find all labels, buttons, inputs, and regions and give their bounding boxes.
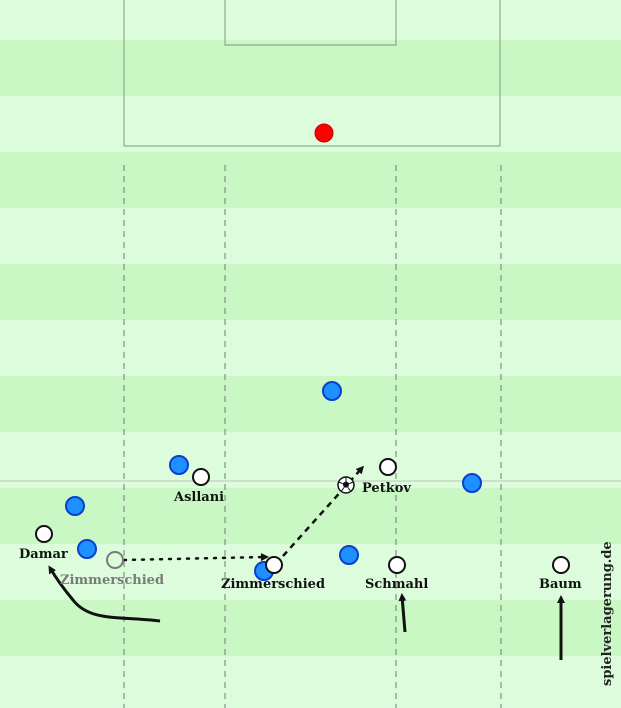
pitch-stripe	[0, 0, 621, 40]
run-arrow-schmahl	[398, 593, 407, 633]
run-arrow-damar	[48, 565, 161, 623]
penalty-box	[123, 0, 501, 147]
player-marker	[388, 556, 406, 574]
player-label: Petkov	[362, 481, 411, 496]
player-marker	[552, 556, 570, 574]
player-label: Asllani	[173, 490, 224, 505]
player-label: Damar	[19, 547, 68, 562]
pitch-stripe	[0, 488, 621, 544]
player-marker	[35, 525, 53, 543]
player-label: Zimmerschied	[221, 577, 325, 592]
player-marker	[192, 468, 210, 486]
pass-dashed	[282, 465, 365, 557]
pitch-stripe	[0, 264, 621, 320]
pitch-stripe	[0, 40, 621, 96]
pitch-stripe	[0, 208, 621, 264]
opponent-marker	[65, 496, 85, 516]
soccer-ball-icon	[337, 476, 355, 494]
opponent-marker	[339, 545, 359, 565]
pitch-stripe	[0, 544, 621, 600]
player-label: Schmahl	[365, 577, 428, 592]
opponent-marker	[77, 539, 97, 559]
player-schmahl: Schmahl	[365, 556, 428, 592]
opponents	[65, 381, 482, 581]
pass-dotted	[122, 553, 269, 562]
player-marker	[265, 556, 283, 574]
pitch-stripe	[0, 152, 621, 208]
pitch-stripe	[0, 320, 621, 376]
opponent-marker	[169, 455, 189, 475]
pitch-stripe	[0, 656, 621, 708]
watermark: spielverlagerung.de	[600, 541, 615, 686]
opponent-marker	[322, 381, 342, 401]
goal-area	[224, 0, 397, 46]
ghost-player-marker	[106, 551, 124, 569]
player-marker	[379, 458, 397, 476]
pitch-stripe	[0, 600, 621, 656]
pitch-stripe	[0, 96, 621, 152]
player-label: Baum	[539, 577, 582, 592]
ghost-player-label: Zimmerschied	[60, 573, 164, 588]
player-zimmerschied: Zimmerschied	[221, 556, 325, 592]
opponent-marker	[462, 473, 482, 493]
player-asllani: Asllani	[173, 468, 224, 505]
pitch-stripe	[0, 376, 621, 432]
player-petkov: Petkov	[362, 458, 411, 496]
pitch-stripe	[0, 432, 621, 488]
goalkeeper-marker	[314, 123, 334, 143]
player-damar: Damar	[19, 525, 68, 562]
player-baum: Baum	[539, 556, 582, 592]
